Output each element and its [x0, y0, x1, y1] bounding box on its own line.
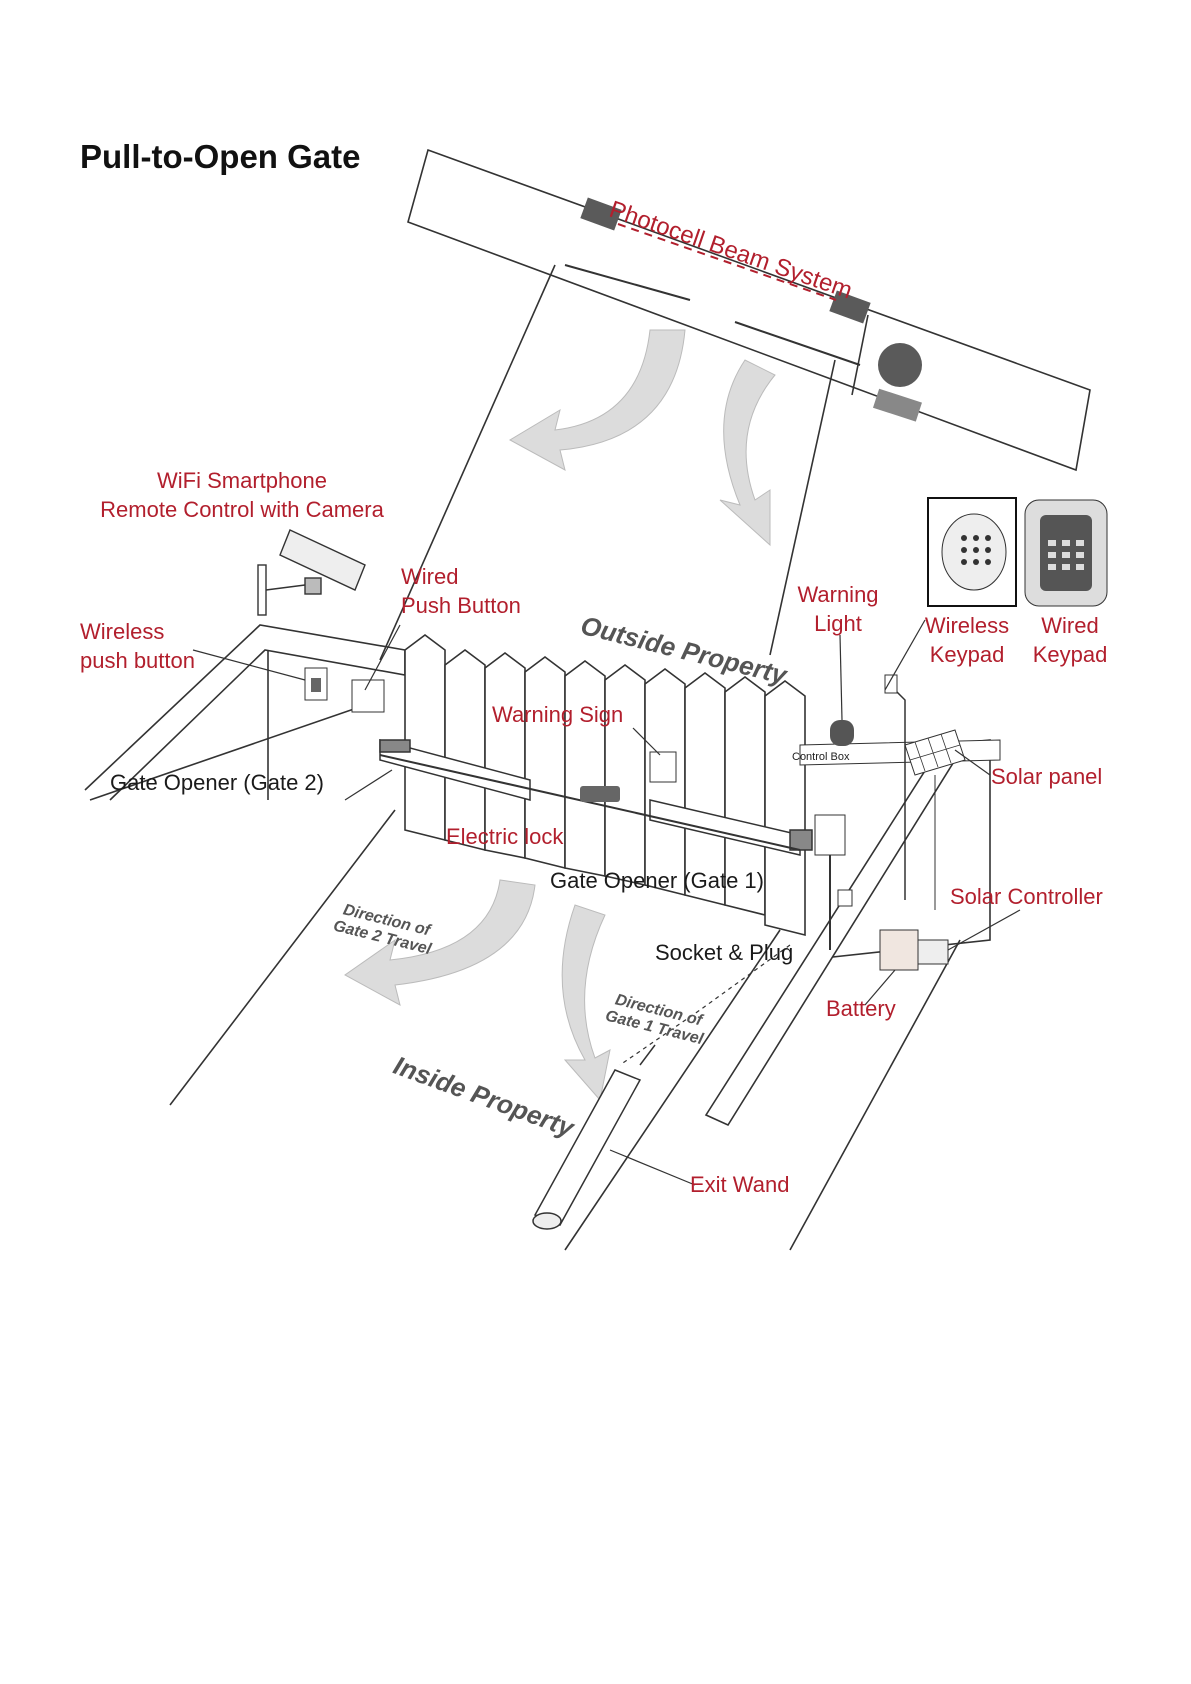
label-wireless-push-button: Wireless push button	[80, 617, 195, 675]
battery-device	[879, 929, 919, 971]
label-gate-opener-1: Gate Opener (Gate 1)	[550, 868, 764, 893]
warning-light-device	[830, 720, 854, 746]
label-solar-controller: Solar Controller	[950, 884, 1103, 909]
label-gate-opener-2: Gate Opener (Gate 2)	[110, 770, 324, 795]
label-wifi-camera: WiFi Smartphone Remote Control with Came…	[82, 466, 402, 524]
gate-post-top	[878, 343, 922, 387]
label-wireless-push-line2: push button	[80, 648, 195, 673]
label-warning-sign: Warning Sign	[492, 702, 624, 727]
label-exit-wand: Exit Wand	[690, 1172, 790, 1197]
ground-line-4	[789, 939, 961, 1251]
arrow-top-left	[508, 329, 686, 471]
label-battery: Battery	[826, 996, 896, 1021]
ground-line-1	[89, 699, 381, 801]
socket-device	[837, 889, 853, 907]
label-warning-light-line1: Warning	[797, 582, 879, 607]
wifi-camera-device	[257, 529, 366, 616]
label-control-box: Control Box	[792, 751, 850, 763]
exit-wand-device	[532, 1044, 656, 1230]
photocell-sensor-right	[829, 290, 871, 324]
arrow-gate2-travel	[344, 879, 536, 1006]
fence	[404, 634, 806, 937]
arrow-top-right	[719, 359, 776, 547]
label-warning-light: Warning Light	[793, 580, 883, 638]
electric-lock-device	[580, 786, 620, 802]
label-warning-light-line2: Light	[814, 611, 862, 636]
label-solar-panel: Solar panel	[991, 764, 1103, 789]
label-wireless-push-line1: Wireless	[80, 619, 165, 644]
photocell-sensor-left	[580, 197, 622, 231]
gate-opener-2-body	[379, 739, 531, 801]
label-wireless-keypad: Wireless Keypad	[917, 611, 1017, 669]
label-electric-lock: Electric lock	[446, 824, 564, 849]
label-wired-keypad-line1: Wired	[1041, 613, 1099, 638]
page-title: Pull-to-Open Gate	[80, 138, 361, 175]
ground-line-3	[564, 929, 781, 1251]
label-wired-push-line2: Push Button	[401, 593, 521, 618]
label-wired-keypad-line2: Keypad	[1032, 642, 1108, 667]
solar-controller-device	[917, 939, 949, 965]
photocell-beam	[617, 223, 837, 301]
warning-sign-plate	[649, 751, 677, 783]
boundary-line-left	[379, 264, 556, 661]
label-wired-push-line1: Wired	[401, 564, 459, 589]
label-wired-push-button: Wired Push Button	[401, 562, 521, 620]
label-wifi-line2: Remote Control with Camera	[100, 497, 384, 522]
ground-line-2	[169, 809, 396, 1106]
label-wireless-keypad-line2: Keypad	[929, 642, 1005, 667]
label-socket-plug: Socket & Plug	[655, 940, 794, 965]
outside-wall	[407, 148, 1091, 472]
control-box-device	[814, 814, 846, 856]
boundary-line-right	[769, 359, 836, 656]
arrow-gate1-travel	[561, 904, 611, 1102]
label-wireless-keypad-line1: Wireless	[924, 613, 1010, 638]
label-wifi-line1: WiFi Smartphone	[157, 468, 327, 493]
label-wired-keypad: Wired Keypad	[1025, 611, 1115, 669]
